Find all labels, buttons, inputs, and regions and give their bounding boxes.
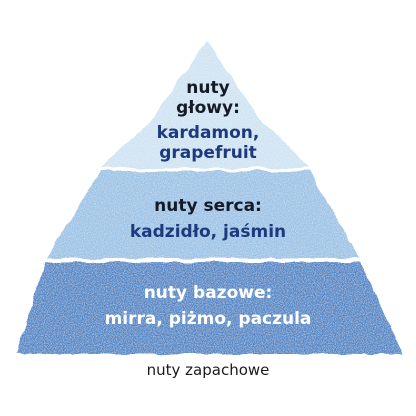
tier-top-shape xyxy=(100,42,310,168)
tier-top-title: nuty głowy: xyxy=(176,78,240,119)
tier-top: nuty głowy: kardamon, grapefruit xyxy=(0,78,416,164)
tier-middle-notes: kadzidło, jaśmin xyxy=(129,222,287,243)
tier-bottom-title: nuty bazowe: xyxy=(143,283,273,303)
pyramid-caption: nuty zapachowe xyxy=(146,361,270,379)
tier-bottom-notes: mirra, piżmo, paczula xyxy=(104,309,312,330)
tier-bottom: nuty bazowe: mirra, piżmo, paczula xyxy=(0,283,416,330)
tier-middle-title: nuty serca: xyxy=(154,196,262,216)
tier-middle-shape xyxy=(47,171,360,258)
tier-middle: nuty serca: kadzidło, jaśmin xyxy=(0,196,416,243)
tier-bottom-shape xyxy=(16,262,402,354)
tier-top-notes: kardamon, grapefruit xyxy=(156,122,260,164)
